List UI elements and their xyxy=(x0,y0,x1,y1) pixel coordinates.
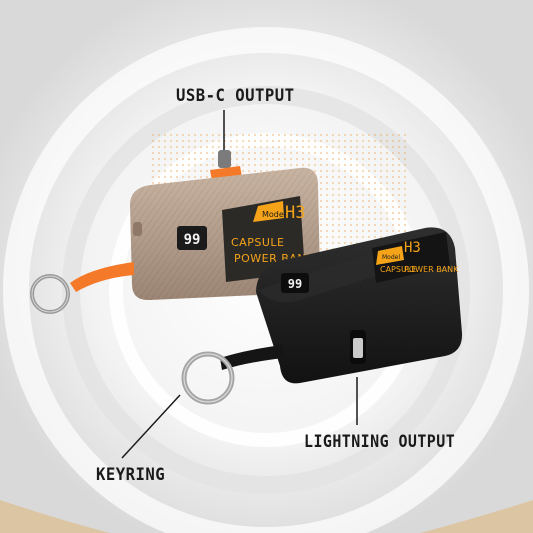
back-brand-line2: POWER BANK xyxy=(404,265,459,274)
black-power-bank: 99 Model H3 CAPSULE POWER BANK xyxy=(181,227,463,405)
front-model-code: H3 xyxy=(285,203,305,223)
front-brand-line1: CAPSULE xyxy=(231,236,284,249)
back-model-tag xyxy=(376,246,404,265)
back-brand-line1: CAPSULE xyxy=(380,265,416,274)
keyring-label: KEYRING xyxy=(96,465,166,485)
corner-accent-right xyxy=(420,500,533,533)
front-lanyard-strap xyxy=(70,262,134,292)
back-lanyard-strap xyxy=(220,345,284,370)
front-model-tag xyxy=(253,201,284,222)
back-lcd-display xyxy=(281,273,309,293)
front-lcd-value: 99 xyxy=(184,232,201,248)
front-model-word: Model xyxy=(262,210,286,219)
back-model-code: H3 xyxy=(404,240,421,256)
keyring-callout-line xyxy=(121,394,181,459)
usb-c-output-label: USB-C OUTPUT xyxy=(176,86,295,106)
lightning-plug xyxy=(353,338,363,358)
back-model-word: Model xyxy=(382,254,400,261)
back-lcd-value: 99 xyxy=(288,277,302,291)
front-lcd-display xyxy=(177,226,207,250)
back-label-plate xyxy=(372,232,450,283)
usb-c-plug xyxy=(218,150,231,168)
lightning-output-label: LIGHTNING OUTPUT xyxy=(304,432,456,452)
corner-accent-left xyxy=(0,500,110,533)
power-button xyxy=(133,222,142,236)
